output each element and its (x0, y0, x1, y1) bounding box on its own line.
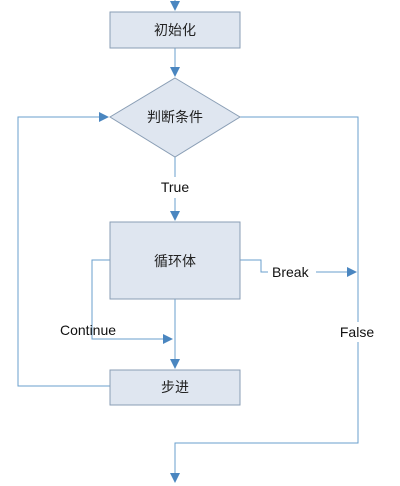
break-label: Break (272, 264, 310, 280)
false-path-upper (240, 116, 359, 322)
continue-label: Continue (60, 322, 116, 338)
init-node: 初始化 (109, 11, 241, 49)
condition-diamond (109, 77, 241, 158)
true-label: True (161, 179, 189, 195)
false-path-lower (170, 342, 359, 483)
step-loop-back-arrow (17, 112, 110, 387)
step-label: 步进 (161, 380, 189, 396)
loop-body-box (109, 221, 241, 300)
condition-node: 判断条件 (109, 77, 241, 158)
init-label: 初始化 (154, 22, 196, 39)
false-label: False (340, 324, 374, 340)
continue-path (91, 259, 173, 344)
connectors (17, 0, 359, 483)
break-connector (240, 259, 268, 273)
loop-body-label: 循环体 (154, 254, 196, 270)
loop-body-node: 循环体 (109, 221, 241, 300)
condition-label: 判断条件 (147, 109, 203, 126)
step-node: 步进 (109, 369, 241, 406)
step-box (109, 369, 241, 406)
init-box (109, 11, 241, 49)
